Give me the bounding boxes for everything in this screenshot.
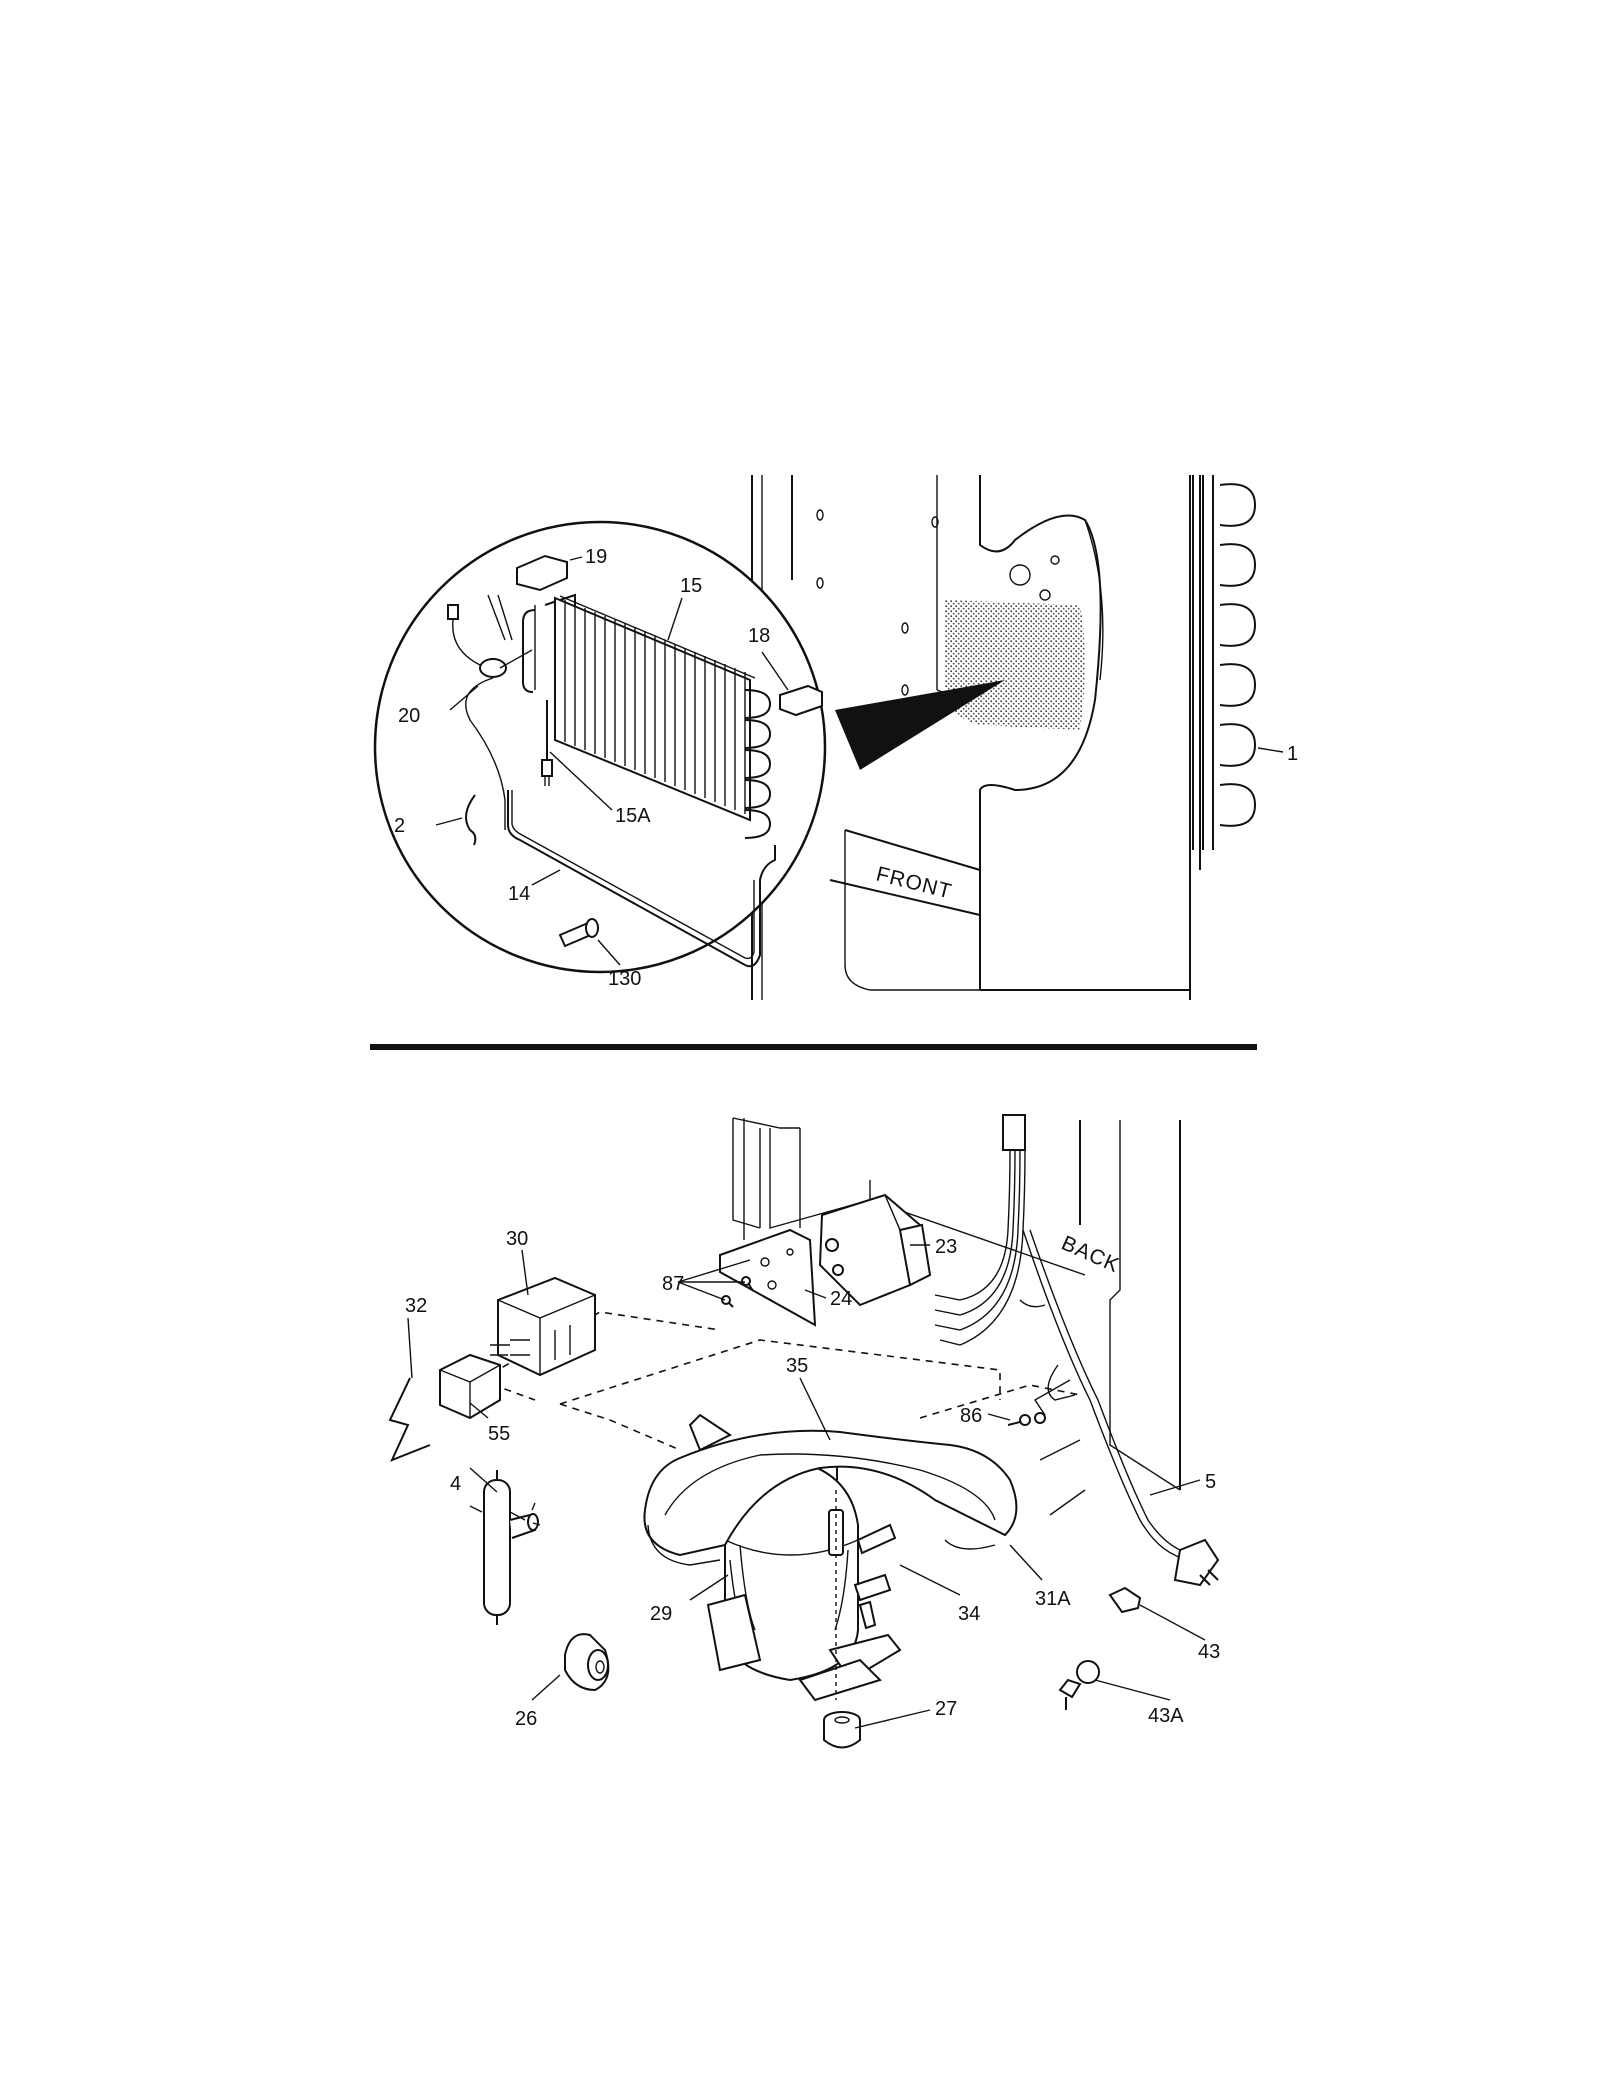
- top-panel: FRONT 1: [373, 475, 1298, 1000]
- power-cord-plug-icon: [1173, 1538, 1220, 1587]
- label-43a: 43A: [1148, 1705, 1184, 1727]
- defrost-thermostat-icon: [447, 594, 533, 830]
- label-18: 18: [748, 625, 770, 647]
- evaporator-coil-icon: [522, 593, 772, 839]
- label-29: 29: [650, 1603, 672, 1625]
- label-32: 32: [405, 1295, 427, 1317]
- overload-protector-icon: [439, 1353, 501, 1420]
- label-86: 86: [960, 1405, 982, 1427]
- back-label: BACK: [1058, 1232, 1123, 1278]
- label-5: 5: [1205, 1471, 1216, 1493]
- label-55: 55: [488, 1423, 510, 1445]
- timer-bracket-icon: [719, 1228, 817, 1327]
- label-20: 20: [398, 705, 420, 727]
- relay-icon: [490, 1276, 596, 1377]
- label-19: 19: [585, 546, 607, 568]
- defrost-timer-icon: [818, 1193, 932, 1307]
- grommet-icon: [564, 1633, 610, 1692]
- clip-43-icon: [1108, 1586, 1142, 1614]
- front-label: FRONT: [874, 863, 955, 904]
- clamp-43a-icon: [1058, 1660, 1100, 1710]
- bottom-panel: BACK: [388, 1114, 1220, 1749]
- part-130-icon: [558, 918, 599, 948]
- label-23: 23: [935, 1236, 957, 1258]
- label-14: 14: [508, 883, 530, 905]
- compressor-icon: [706, 1458, 902, 1702]
- label-15: 15: [680, 575, 702, 597]
- rubber-foot-icon: [823, 1711, 861, 1749]
- label-35: 35: [786, 1355, 808, 1377]
- label-1: 1: [1287, 743, 1298, 765]
- condenser-coil-icon: [1192, 475, 1257, 850]
- part-19-icon: [516, 554, 568, 592]
- label-31a: 31A: [1035, 1588, 1071, 1610]
- label-4: 4: [450, 1473, 461, 1495]
- label-26: 26: [515, 1708, 537, 1730]
- label-27: 27: [935, 1698, 957, 1720]
- filter-drier-icon: [483, 1470, 539, 1625]
- section-divider: [370, 1044, 1257, 1050]
- label-2: 2: [394, 815, 405, 837]
- label-15a: 15A: [615, 805, 651, 827]
- label-87: 87: [662, 1273, 684, 1295]
- part-18-icon: [779, 684, 823, 717]
- label-30: 30: [506, 1228, 528, 1250]
- label-34: 34: [958, 1603, 980, 1625]
- cabinet-back-view: BACK: [732, 1117, 1181, 1491]
- label-43: 43: [1198, 1641, 1220, 1663]
- label-24: 24: [830, 1288, 852, 1310]
- label-130: 130: [608, 968, 641, 990]
- wire-harness: [934, 1114, 1196, 1561]
- base-pan-icon: [643, 1413, 1018, 1566]
